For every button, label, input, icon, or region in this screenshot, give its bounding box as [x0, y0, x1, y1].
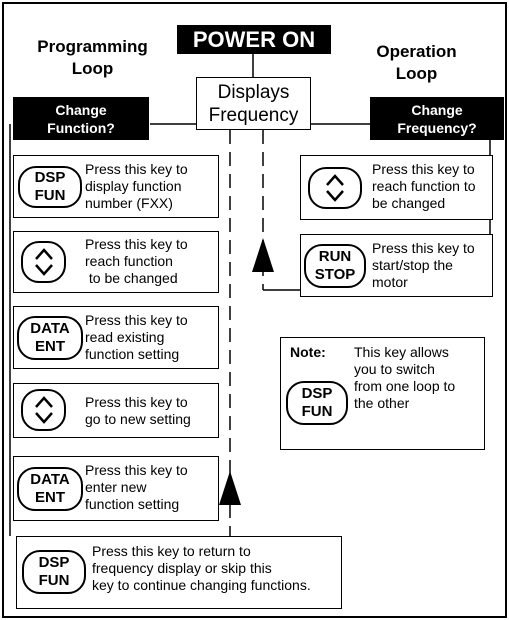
- up-down-arrow-icon[interactable]: [21, 241, 66, 283]
- note-label: Note:: [290, 344, 326, 360]
- change-frequency-label: Change Frequency?: [370, 97, 504, 140]
- operation-loop-heading: Operation Loop: [376, 42, 457, 83]
- arrow-up-left-loop: [219, 471, 241, 505]
- change-function-label: Change Function?: [13, 97, 149, 140]
- displays-frequency-box: Displays Frequency: [196, 77, 311, 130]
- arrow-up-right-loop: [252, 238, 274, 272]
- up-down-arrow-icon[interactable]: [308, 167, 362, 209]
- programming-loop-heading: Programming Loop: [37, 37, 148, 78]
- up-down-arrow-icon[interactable]: [21, 389, 66, 431]
- power-on-title: POWER ON: [177, 25, 331, 54]
